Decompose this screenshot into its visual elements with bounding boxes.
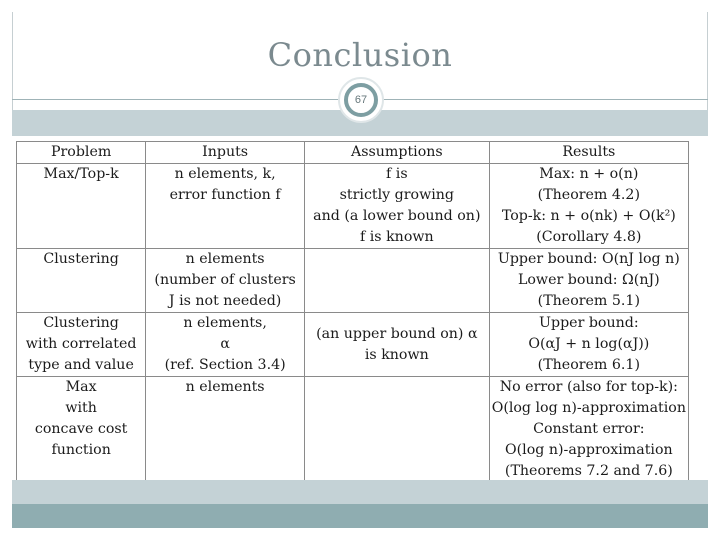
cell-text: n elements (185, 251, 265, 267)
page-number-badge: 67 (338, 77, 384, 123)
assumptions-cell (303, 248, 490, 313)
cell-text: (an upper bound on) α (316, 325, 478, 342)
table-row: Clustering with correlated type and value n… (15, 312, 690, 377)
inputs-cell: n elements, α (ref. Section 3.4) (145, 312, 305, 377)
cell-text: type and value (28, 357, 134, 373)
cell-text: Constant error: (533, 421, 645, 437)
assumptions-cell: (an upper bound on) α is known (303, 312, 490, 377)
cell-text: is known (364, 346, 429, 363)
cell-text: Clustering (43, 251, 119, 267)
bottom-band-light (12, 480, 708, 504)
cell-text: with correlated (25, 336, 137, 352)
cell-text: n elements, k, (174, 166, 276, 182)
cell-text: (Theorems 7.2 and 7.6) (504, 463, 673, 479)
problem-cell: Clustering (15, 248, 147, 313)
cell-text: n elements (185, 379, 265, 395)
cell-text: Clustering (43, 315, 119, 331)
cell-text: concave cost (34, 421, 128, 437)
results-table: Problem Inputs Assumptions Results Max/T… (15, 141, 690, 483)
header-assumptions: Assumptions (303, 141, 490, 164)
cell-text: with (65, 400, 97, 416)
cell-text: and (a lower bound on) (313, 208, 481, 224)
problem-cell: Clustering with correlated type and value (15, 312, 147, 377)
bottom-band-dark (12, 504, 708, 528)
header-inputs: Inputs (145, 141, 305, 164)
cell-text: (Theorem 6.1) (537, 357, 640, 373)
inputs-cell: n elements (145, 376, 305, 483)
inputs-cell: n elements, k, error function f (145, 163, 305, 249)
cell-text: Upper bound: (539, 315, 639, 331)
cell-text: n elements, (183, 315, 267, 331)
cell-text: Max: n + o(n) (539, 166, 639, 182)
cell-text: f is (386, 166, 408, 182)
results-cell: Max: n + o(n) (Theorem 4.2) Top-k: n + o(n… (488, 163, 690, 249)
cell-text: Max/Top-k (43, 166, 119, 182)
table-image: Problem Inputs Assumptions Results Max/T… (12, 136, 708, 483)
cell-text: Upper bound: O(nJ log n) (497, 251, 680, 267)
cell-text: Max (65, 379, 97, 395)
cell-text: J is not needed) (168, 293, 282, 309)
cell-text: function (51, 442, 111, 458)
cell-text: (ref. Section 3.4) (164, 357, 286, 373)
cell-text: α (220, 336, 230, 352)
results-cell: Upper bound: O(αJ + n log(αJ)) (Theorem 6.… (488, 312, 690, 377)
header-problem: Problem (15, 141, 147, 164)
table-row: Max/Top-k n elements, k, error function f f… (15, 163, 690, 249)
table-row: Max with concave cost function n elements No … (15, 376, 690, 483)
cell-text: error function f (169, 187, 281, 203)
cell-text: O(αJ + n log(αJ)) (528, 336, 650, 352)
cell-text: Top-k: n + o(nk) + O(k²) (501, 208, 676, 224)
results-cell: No error (also for top-k): O(log log n)-a… (488, 376, 690, 483)
table-header-row: Problem Inputs Assumptions Results (15, 141, 690, 164)
page-number: 67 (344, 83, 378, 117)
slide-title: Conclusion (267, 36, 453, 74)
cell-text: f is known (360, 229, 434, 245)
cell-text: (number of clusters (154, 272, 296, 288)
assumptions-cell: f is strictly growing and (a lower bound o… (303, 163, 490, 249)
problem-cell: Max with concave cost function (15, 376, 147, 483)
assumptions-cell (303, 376, 490, 483)
cell-text: No error (also for top-k): (499, 379, 678, 395)
problem-cell: Max/Top-k (15, 163, 147, 249)
cell-text: O(log log n)-approximation (491, 400, 686, 416)
cell-text: (Theorem 5.1) (537, 293, 640, 309)
header-results: Results (488, 141, 690, 164)
cell-text: O(log n)-approximation (505, 442, 673, 458)
inputs-cell: n elements (number of clusters J is not ne… (145, 248, 305, 313)
cell-text: strictly growing (339, 187, 454, 203)
cell-text: (Corollary 4.8) (536, 229, 642, 245)
cell-text: Lower bound: Ω(nJ) (517, 272, 660, 288)
cell-text: (Theorem 4.2) (537, 187, 640, 203)
results-cell: Upper bound: O(nJ log n) Lower bound: Ω(n… (488, 248, 690, 313)
